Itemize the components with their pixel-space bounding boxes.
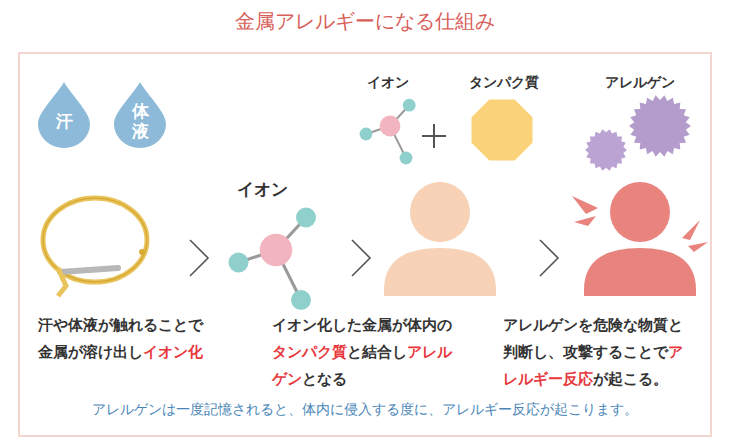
drop-text-wrap: 体液 [114, 102, 166, 141]
ion-icon [360, 99, 416, 165]
protein-octagon [472, 100, 533, 161]
legend-label: イオン [367, 74, 409, 92]
body-text: アレルゲンを危険な物質と判断し、攻撃することで [503, 317, 683, 360]
body-text: と結合し [347, 344, 407, 360]
description-text: イオン化した金属が体内のタンパク質と結合しアレルゲンとなる [272, 312, 458, 393]
drop-label: 体液 [131, 102, 150, 141]
person-icon [384, 182, 496, 296]
panel-border [19, 53, 711, 436]
drop-label: 汗 [55, 112, 74, 132]
legend-label: アレルゲン [605, 74, 675, 92]
body-text: が起こる。 [593, 371, 668, 387]
description-text: アレルゲンを危険な物質と判断し、攻撃することでアレルギー反応が起こる。 [503, 312, 689, 393]
highlight-text: タンパク質 [272, 344, 347, 360]
alert-marks [572, 196, 708, 252]
legend-label: タンパク質 [469, 74, 539, 92]
allergen-blob [585, 129, 627, 170]
body-text: となる [302, 371, 347, 387]
allergen-blob [629, 95, 691, 156]
highlight-text: イオン化 [143, 344, 203, 360]
title: 金属アレルギーになる仕組み [0, 8, 730, 35]
arrow-chevron [352, 240, 370, 276]
arrow-chevron [540, 240, 558, 276]
stage-label: イオン [237, 178, 288, 201]
caption: アレルゲンは一度記憶されると、体内に侵入する度に、アレルギー反応が起こります。 [92, 401, 638, 419]
drop-shape: 体液 [114, 82, 166, 148]
body-text: イオン化した金属が体内の [272, 317, 452, 333]
plus-symbol [422, 124, 446, 148]
ion-icon [229, 208, 317, 311]
ring-illustration [43, 198, 147, 296]
description-text: 汗や体液が触れることで金属が溶け出しイオン化 [38, 312, 210, 366]
person-icon [584, 182, 696, 296]
arrow-chevron [190, 240, 208, 276]
drop-shape: 汗 [38, 82, 90, 148]
drop-text-wrap: 汗 [38, 112, 90, 132]
